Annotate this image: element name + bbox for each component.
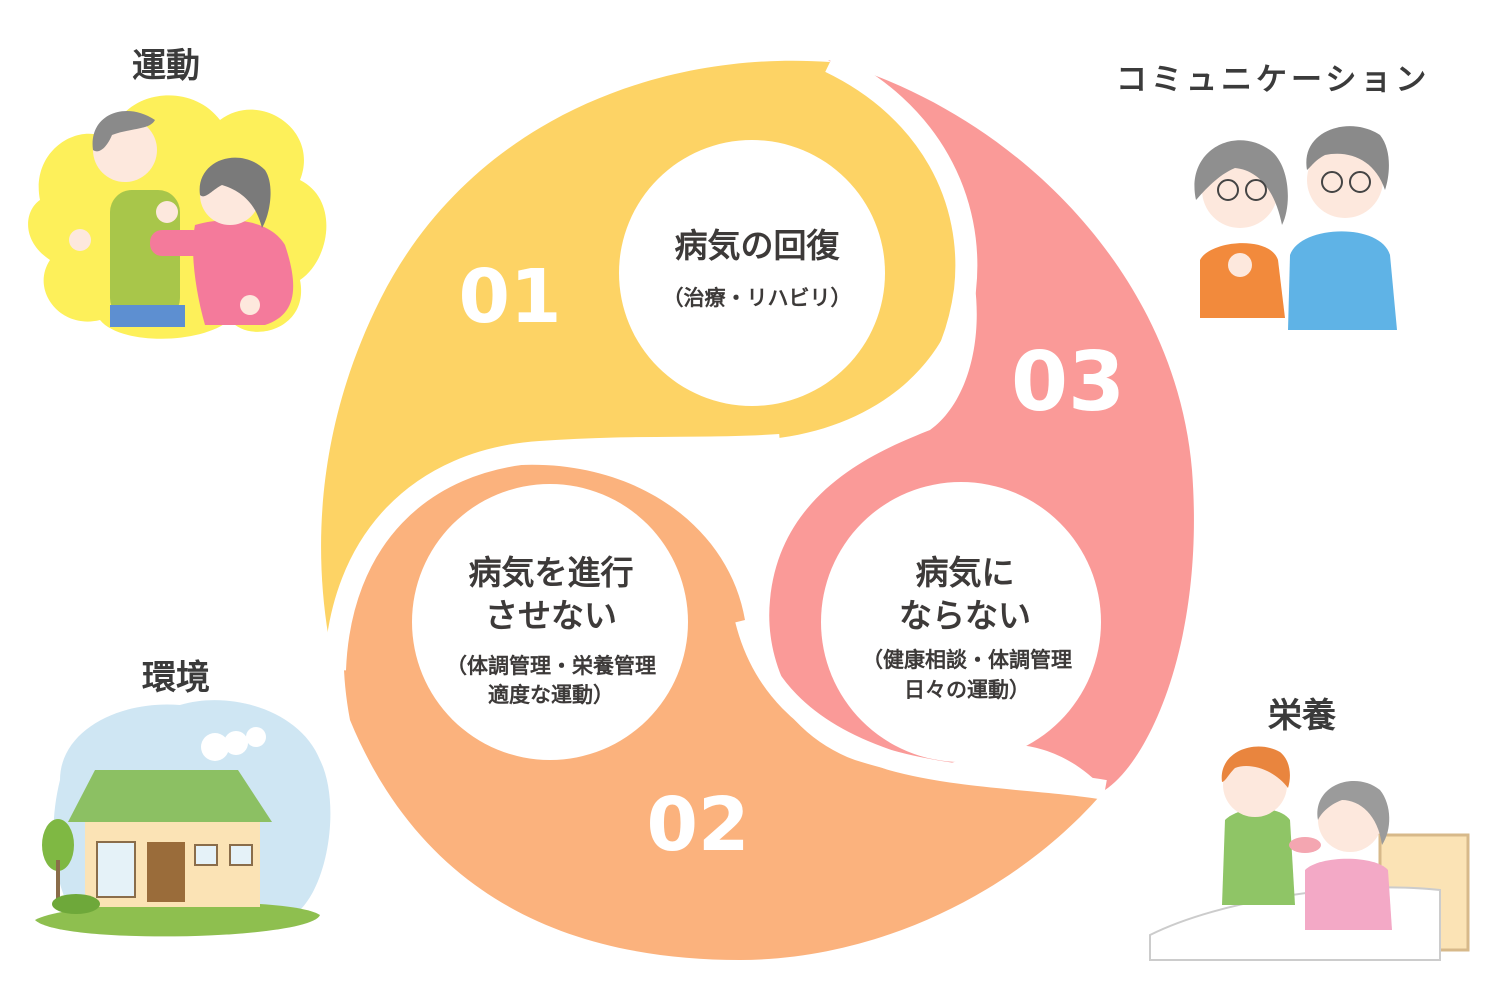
circle-02-subtitle-line-2: 適度な運動） <box>488 683 614 707</box>
circle-02-title-line-2: させない <box>485 596 617 635</box>
label-environment: 環境 <box>142 658 210 698</box>
communication-illustration <box>1194 126 1397 330</box>
circle-03-title-line-1: 病気に <box>916 553 1015 592</box>
circle-01-subtitle: （治療・リハビリ） <box>663 286 852 310</box>
circle-02 <box>412 484 688 760</box>
label-exercise: 運動 <box>132 46 200 86</box>
circle-03-title-line-2: ならない <box>899 596 1031 635</box>
segment-02-number: 02 <box>647 782 750 868</box>
label-nutrition: 栄養 <box>1268 696 1336 736</box>
circle-03-subtitle-line-2: 日々の運動） <box>904 678 1030 702</box>
circle-01-title: 病気の回復 <box>675 226 841 265</box>
circle-02-title-line-1: 病気を進行 <box>469 553 634 592</box>
circle-01 <box>619 140 885 406</box>
circle-03-subtitle-line-1: （健康相談・体調管理 <box>862 648 1072 672</box>
exercise-illustration <box>28 95 327 339</box>
segment-03-number: 03 <box>1011 335 1125 430</box>
label-communication: コミュニケーション <box>1116 62 1431 98</box>
segment-gap <box>818 52 978 461</box>
house-illustration <box>35 700 331 937</box>
segment-gap <box>735 617 1107 800</box>
segment-01-number: 01 <box>459 254 562 340</box>
circle-03 <box>821 482 1101 762</box>
segment-gap <box>324 434 781 671</box>
circle-02-subtitle-line-1: （体調管理・栄養管理 <box>446 654 656 678</box>
nutrition-illustration <box>1149 746 1470 961</box>
